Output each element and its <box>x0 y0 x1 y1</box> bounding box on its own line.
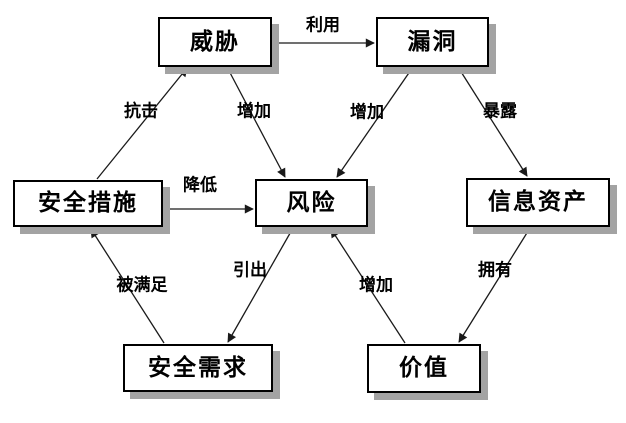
node-vulnerability-label: 漏洞 <box>407 28 458 55</box>
edge-value-increases-risk <box>330 228 406 344</box>
node-vulnerability: 漏洞 <box>376 17 489 67</box>
node-value-label: 价值 <box>399 355 449 381</box>
edge-threat-increases-risk <box>226 66 286 178</box>
node-risk: 风险 <box>255 179 368 227</box>
node-info-assets: 信息资产 <box>466 178 610 227</box>
edge-label-satisfied-by: 被满足 <box>116 275 168 296</box>
edge-label-resist: 抗击 <box>124 101 158 122</box>
edge-vulnerability-increases-risk <box>336 66 414 178</box>
edge-assets-have-value <box>458 227 531 343</box>
node-security-measures: 安全措施 <box>13 180 163 227</box>
edge-label-increase-threat: 增加 <box>237 101 271 122</box>
edge-vulnerability-exposes-assets <box>457 66 528 177</box>
edge-label-reduce: 降低 <box>183 175 217 196</box>
node-threat-label: 威胁 <box>190 28 240 55</box>
node-security-requirements-label: 安全需求 <box>148 354 248 381</box>
node-security-measures-label: 安全措施 <box>38 190 138 216</box>
node-value: 价值 <box>367 344 481 393</box>
edge-measures-resist-threat <box>96 67 188 180</box>
node-threat: 威胁 <box>158 17 272 67</box>
node-security-requirements: 安全需求 <box>123 344 273 392</box>
edge-label-own: 拥有 <box>478 260 512 281</box>
edge-label-increase-vulnerability: 增加 <box>350 102 384 123</box>
edge-risk-leads-to-requirements <box>227 227 294 343</box>
node-risk-label: 风险 <box>286 189 337 216</box>
node-info-assets-label: 信息资产 <box>488 189 588 215</box>
edge-label-exploit: 利用 <box>306 15 340 36</box>
edge-requirements-satisfied-by-measures <box>90 228 165 344</box>
edge-label-lead-to: 引出 <box>233 260 267 281</box>
edge-label-expose: 暴露 <box>483 101 517 122</box>
edge-label-increase-value: 增加 <box>359 275 393 296</box>
